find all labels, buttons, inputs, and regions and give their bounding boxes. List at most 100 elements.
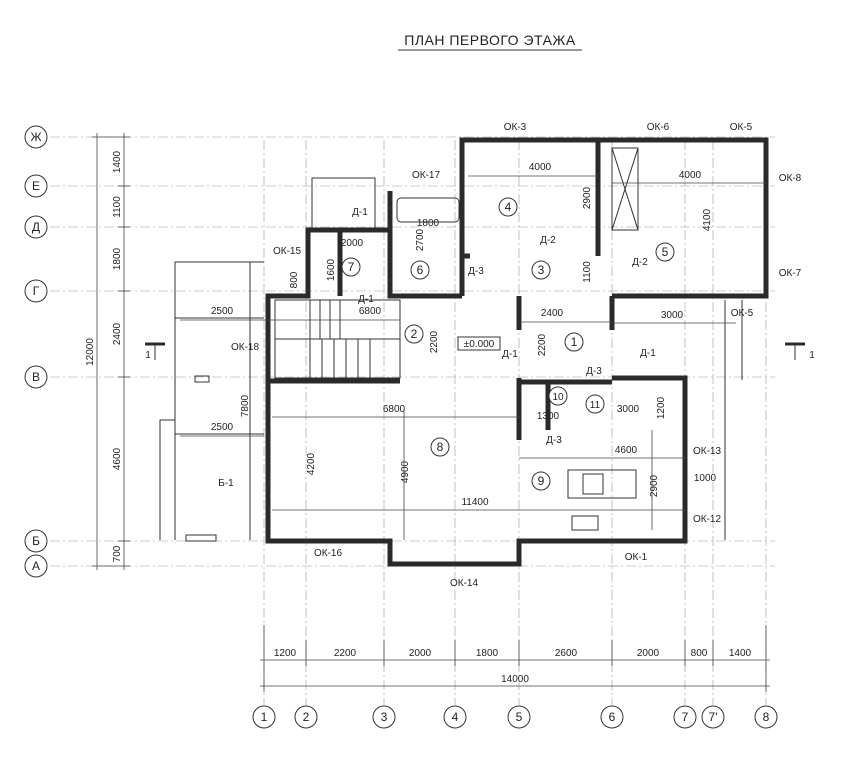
bottom-dimension-chain: 1200 2200 2000 1800 2600 2000 800 1400 1… — [260, 625, 770, 692]
door-d-1-b: Д-1 — [358, 294, 374, 305]
door-d-2-b: Д-2 — [632, 257, 648, 268]
axis-b-label: Б — [32, 534, 40, 548]
fixtures — [396, 147, 639, 531]
dim-inner-24: 4200 — [306, 452, 317, 475]
walls — [265, 137, 769, 567]
dim-inner-12: 2200 — [429, 330, 440, 353]
window-ok-1: ОК-1 — [625, 552, 648, 563]
window-ok-3: ОК-3 — [504, 122, 527, 133]
dim-inner-17: 2500 — [211, 422, 234, 433]
letter-grid-lines — [50, 136, 775, 567]
dim-inner-7: 1600 — [326, 258, 337, 281]
section-marks: 1 1 — [145, 342, 815, 361]
dim-left-total: 12000 — [85, 338, 96, 366]
room-3-number: 3 — [538, 263, 545, 277]
door-labels: Д-1 Д-1 Д-1 Д-1 Д-2 Д-2 Д-3 Д-3 Д-3 — [352, 207, 656, 446]
window-ok-12: ОК-12 — [693, 514, 721, 525]
axis-d-label: Д — [32, 220, 40, 234]
dim-inner-0: 4000 — [529, 162, 552, 173]
axis-7prime-label: 7' — [709, 710, 718, 724]
wardrobe-icon — [611, 147, 639, 231]
window-ok-16: ОК-16 — [314, 548, 342, 559]
dim-bottom-2000a: 2000 — [409, 648, 432, 659]
window-ok-18: ОК-18 — [231, 342, 259, 353]
bathtub-icon — [396, 197, 460, 223]
dim-inner-22: 4600 — [615, 445, 638, 456]
dim-inner-16: 1200 — [656, 396, 667, 419]
dim-bottom-2600: 2600 — [555, 648, 578, 659]
dim-bottom-1400: 1400 — [729, 648, 752, 659]
axis-e-label: Е — [32, 179, 40, 193]
window-ok-5-top: ОК-5 — [730, 122, 753, 133]
axis-4-label: 4 — [452, 710, 459, 724]
dim-inner-14: 2200 — [537, 333, 548, 356]
inner-dimension-lines — [180, 175, 766, 540]
level-mark: ±0.000 — [464, 339, 495, 350]
door-d-3-b: Д-3 — [586, 366, 602, 377]
window-ok-13: ОК-13 — [693, 446, 721, 457]
axis-1-label: 1 — [261, 710, 268, 724]
dim-inner-25: 4900 — [400, 460, 411, 483]
dim-left-700: 700 — [112, 545, 123, 562]
axis-6-label: 6 — [609, 710, 616, 724]
door-d-3-a: Д-3 — [468, 266, 484, 277]
inner-dimensions: 4000 4000 2900 4100 1800 2000 2700 1600 … — [211, 162, 717, 508]
dim-inner-21: 7800 — [240, 394, 251, 417]
room-6-number: 6 — [417, 263, 424, 277]
axis-5-label: 5 — [516, 710, 523, 724]
left-dimension-chain: 1400 1100 1800 2400 4600 700 12000 — [85, 133, 130, 570]
axis-zh-label: Ж — [30, 130, 41, 144]
number-axis-markers: 1 2 3 4 5 6 7 7' 8 — [252, 705, 778, 729]
cooktop-icon — [582, 473, 604, 495]
dim-inner-26: 2900 — [649, 474, 660, 497]
room-4-number: 4 — [505, 200, 512, 214]
window-ok-8: ОК-8 — [779, 173, 802, 184]
room-11-number: 11 — [590, 400, 601, 411]
dim-inner-19: 1300 — [537, 411, 560, 422]
plan-title: ПЛАН ПЕРВОГО ЭТАЖА — [404, 32, 576, 48]
axis-v-label: В — [32, 370, 40, 384]
window-labels: ОК-1 ОК-3 ОК-5 ОК-5 ОК-6 ОК-7 ОК-8 ОК-12… — [231, 122, 802, 589]
dim-bottom-total: 14000 — [501, 674, 529, 685]
dim-inner-4: 1800 — [417, 218, 440, 229]
door-d-3-c: Д-3 — [546, 435, 562, 446]
room-1-number: 1 — [571, 335, 578, 349]
dim-left-1100: 1100 — [112, 196, 123, 218]
dim-inner-27: 11400 — [461, 497, 489, 508]
window-ok-5-right: ОК-5 — [731, 308, 754, 319]
dim-bottom-2000b: 2000 — [637, 648, 660, 659]
axis-g-label: Г — [33, 284, 40, 298]
window-ok-14: ОК-14 — [450, 578, 478, 589]
room-8-number: 8 — [437, 440, 444, 454]
letter-axis-markers: Ж Е Д Г В Б А — [24, 125, 48, 578]
window-ok-15: ОК-15 — [273, 246, 301, 257]
axis-2-label: 2 — [303, 710, 310, 724]
axis-7-label: 7 — [682, 710, 689, 724]
dim-inner-15: 3000 — [661, 310, 684, 321]
dim-inner-1: 4000 — [679, 170, 702, 181]
axis-a-label: А — [32, 559, 40, 573]
dim-left-1400: 1400 — [112, 150, 123, 173]
window-ok-17: ОК-17 — [412, 170, 440, 181]
dim-inner-6: 2700 — [415, 228, 426, 251]
kitchen-island-icon — [567, 469, 637, 499]
staircase — [274, 299, 401, 379]
dim-bottom-800: 800 — [691, 648, 708, 659]
room-10-number: 10 — [552, 392, 564, 403]
auxiliary-outlines — [159, 177, 743, 542]
dim-left-2400: 2400 — [112, 322, 123, 345]
level-mark-box — [457, 336, 501, 351]
axis-3-label: 3 — [381, 710, 388, 724]
door-d-2-a: Д-2 — [540, 235, 556, 246]
dim-inner-20: 3000 — [617, 404, 640, 415]
room-9-number: 9 — [538, 474, 545, 488]
dim-inner-3: 4100 — [702, 208, 713, 231]
dim-inner-10: 2500 — [211, 306, 234, 317]
section-mark-left: 1 — [145, 350, 151, 361]
section-mark-right: 1 — [809, 350, 815, 361]
room-2-number: 2 — [411, 327, 418, 341]
room-markers: 1 2 3 4 5 6 7 8 9 10 11 — [341, 197, 675, 491]
axis-8-label: 8 — [763, 710, 770, 724]
dim-left-4600: 4600 — [112, 447, 123, 470]
